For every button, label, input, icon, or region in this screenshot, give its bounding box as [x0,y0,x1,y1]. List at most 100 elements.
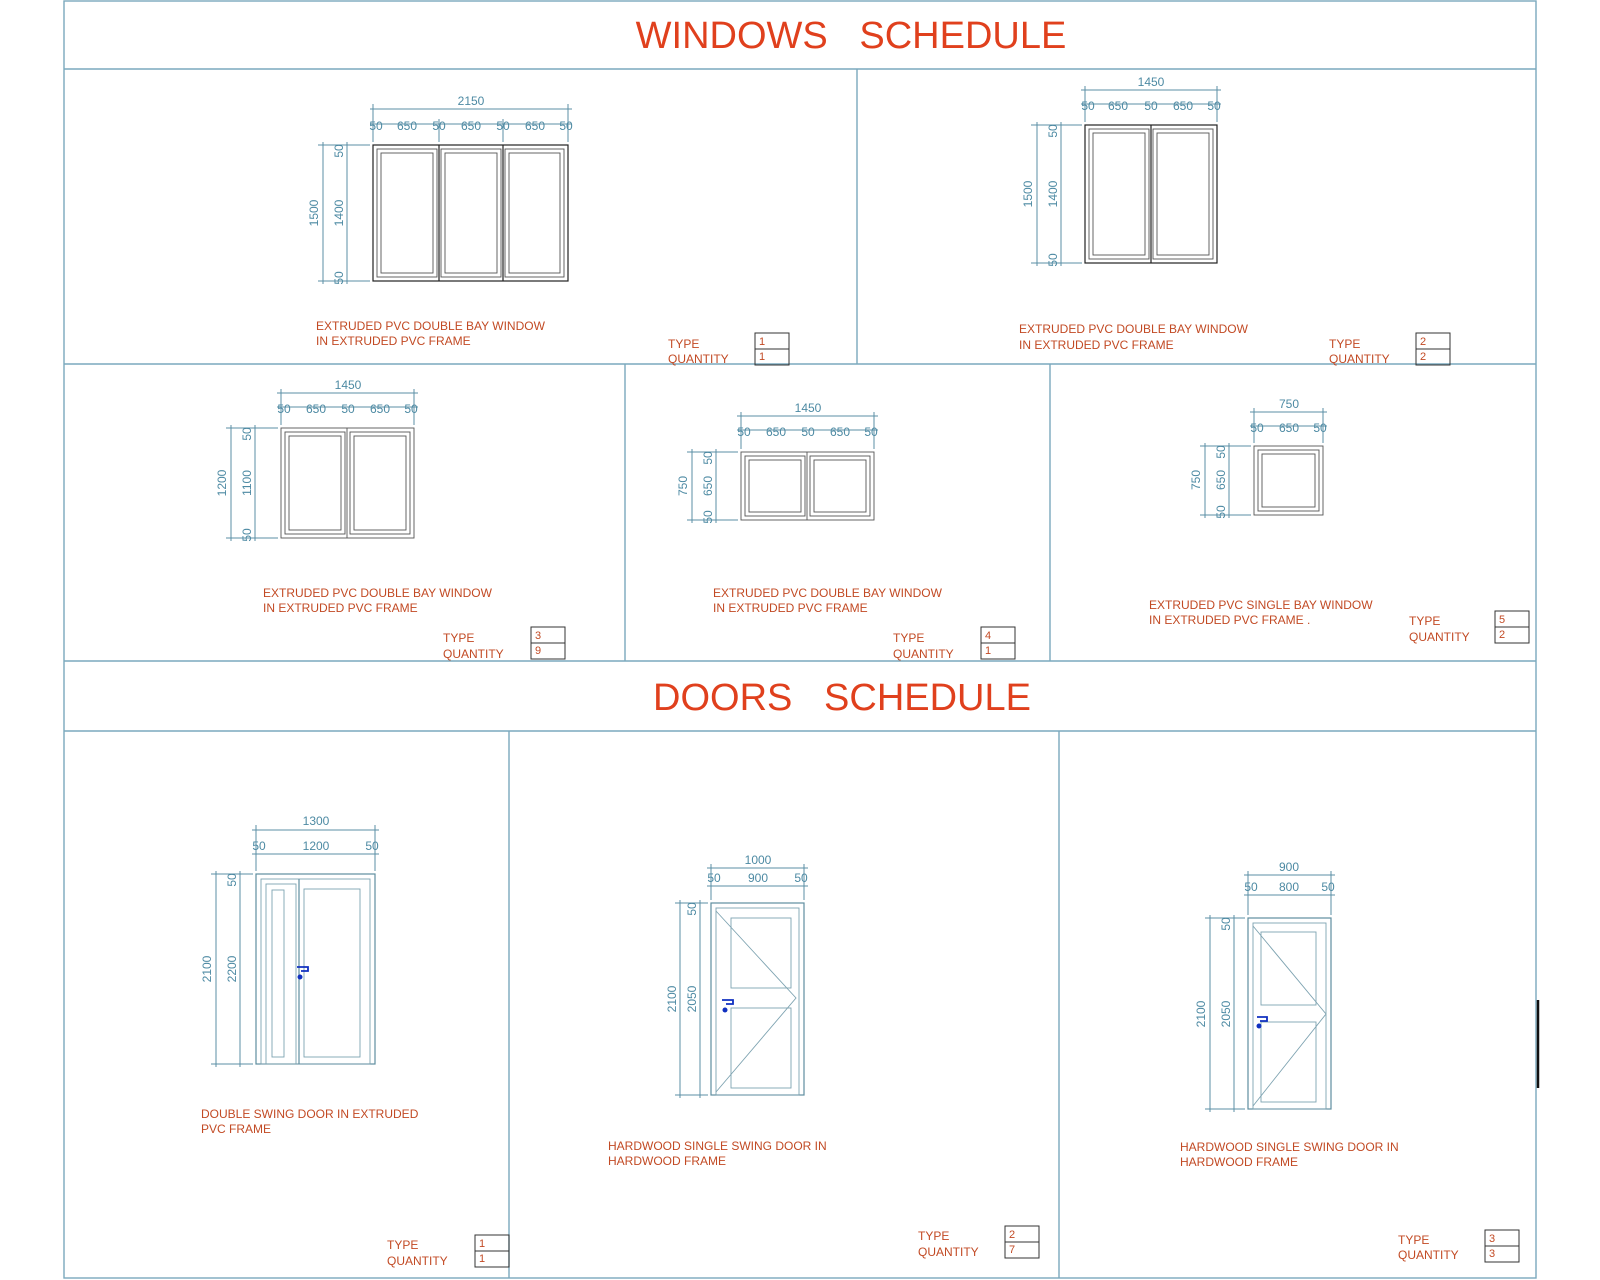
window-4-elevation [740,451,875,521]
svg-text:750: 750 [676,476,690,496]
svg-text:TYPE: TYPE [387,1238,418,1252]
window-1-description-line2: IN EXTRUDED PVC FRAME [316,334,471,348]
svg-text:750: 750 [1189,470,1203,490]
svg-text:50: 50 [737,425,751,439]
window-5-quantity-value: 2 [1499,629,1505,641]
door-type-1: 1300 50 1200 50 2100 2200 50 DOUBLE SWIN… [200,814,510,1268]
svg-text:1100: 1100 [240,470,254,496]
window-4-description-line2: IN EXTRUDED PVC FRAME [713,601,868,615]
svg-text:50: 50 [1214,505,1228,519]
door-1-description-line2: PVC FRAME [201,1122,271,1136]
door-3-type-value: 3 [1489,1233,1495,1245]
door-3-description-line2: HARDWOOD FRAME [1180,1155,1298,1169]
window-3-dimensions: 1450 50 650 50 650 50 1200 1100 50 50 [215,378,418,542]
svg-text:50: 50 [1207,99,1221,113]
svg-text:1500: 1500 [1021,180,1035,207]
door-2-description-line1: HARDWOOD SINGLE SWING DOOR IN [608,1139,827,1153]
window-type-3: 1450 50 650 50 650 50 1200 1100 50 50 EX… [215,378,566,661]
window-4-quantity-value: 1 [985,645,991,657]
svg-text:50: 50 [801,425,815,439]
window-2-quantity-value: 2 [1420,351,1426,363]
window-1-type-label: TYPE [668,337,699,351]
door-3-description-line1: HARDWOOD SINGLE SWING DOOR IN [1180,1140,1399,1154]
svg-text:QUANTITY: QUANTITY [918,1245,979,1259]
window-3-type-value: 3 [535,630,541,642]
svg-text:TYPE: TYPE [1329,337,1360,351]
window-1-overall-width: 2150 [458,94,485,108]
svg-text:50: 50 [1081,99,1095,113]
svg-text:650: 650 [1173,99,1193,113]
door-3-handle-icon [1256,1016,1268,1029]
window-3-quantity-value: 9 [535,645,541,657]
svg-text:1450: 1450 [1138,75,1165,89]
window-3-description-line2: IN EXTRUDED PVC FRAME [263,601,418,615]
svg-text:2200: 2200 [225,955,239,982]
svg-text:QUANTITY: QUANTITY [1398,1248,1459,1262]
window-5-elevation [1253,445,1324,516]
window-type-2: 1450 50 650 50 650 50 1500 1400 50 50 EX… [1019,75,1451,366]
window-4-dimensions: 1450 50 650 50 650 50 750 650 50 50 [676,401,878,524]
svg-text:1400: 1400 [1046,180,1060,207]
svg-text:50: 50 [1321,880,1335,894]
window-1-quantity-label: QUANTITY [668,352,729,366]
svg-text:TYPE: TYPE [893,631,924,645]
svg-text:1450: 1450 [795,401,822,415]
svg-text:50: 50 [1214,445,1228,459]
window-2-description-line1: EXTRUDED PVC DOUBLE BAY WINDOW [1019,322,1249,336]
svg-text:50: 50 [1244,880,1258,894]
window-type-1: 2150 50 650 50 650 50 650 50 1500 1400 5… [307,94,790,366]
svg-text:50: 50 [365,839,379,853]
svg-text:50: 50 [404,402,418,416]
svg-text:50: 50 [559,119,573,133]
svg-text:50: 50 [1250,421,1264,435]
svg-text:50: 50 [1313,421,1327,435]
svg-text:650: 650 [461,119,481,133]
svg-text:50: 50 [496,119,510,133]
door-2-elevation [710,902,805,1096]
svg-text:650: 650 [1279,421,1299,435]
svg-text:2100: 2100 [665,985,679,1012]
window-2-elevation [1084,124,1218,264]
svg-text:750: 750 [1279,397,1299,411]
window-3-elevation [280,427,415,539]
window-2-description-line2: IN EXTRUDED PVC FRAME [1019,338,1174,352]
svg-text:650: 650 [397,119,417,133]
svg-text:QUANTITY: QUANTITY [1409,630,1470,644]
svg-text:1450: 1450 [335,378,362,392]
door-1-quantity-value: 1 [479,1253,485,1265]
svg-text:2100: 2100 [1194,1000,1208,1027]
window-type-4: 1450 50 650 50 650 50 750 650 50 50 EXTR… [676,401,1016,661]
svg-text:650: 650 [370,402,390,416]
svg-text:TYPE: TYPE [918,1229,949,1243]
svg-text:1400: 1400 [332,199,346,226]
svg-text:800: 800 [1279,880,1299,894]
svg-text:50: 50 [1046,253,1060,267]
svg-text:650: 650 [525,119,545,133]
windows-schedule-title: WINDOWS SCHEDULE [636,15,1067,57]
svg-text:50: 50 [240,528,254,542]
svg-text:900: 900 [1279,860,1299,874]
svg-text:50: 50 [332,271,346,285]
door-3-quantity-value: 3 [1489,1248,1495,1260]
svg-text:650: 650 [1214,470,1228,490]
svg-text:50: 50 [341,402,355,416]
door-2-dimensions: 1000 50 900 50 2100 2050 50 [665,853,808,1098]
window-4-description-line1: EXTRUDED PVC DOUBLE BAY WINDOW [713,586,943,600]
door-1-handle-icon [297,966,309,980]
window-3-description-line1: EXTRUDED PVC DOUBLE BAY WINDOW [263,586,493,600]
window-1-description-line1: EXTRUDED PVC DOUBLE BAY WINDOW [316,319,546,333]
svg-text:50: 50 [701,451,715,465]
window-4-type-value: 4 [985,630,991,642]
window-1-quantity-value: 1 [759,351,765,363]
svg-text:900: 900 [748,871,768,885]
svg-text:50: 50 [685,902,699,916]
svg-text:650: 650 [701,476,715,496]
svg-text:TYPE: TYPE [443,631,474,645]
svg-text:650: 650 [766,425,786,439]
svg-text:1000: 1000 [745,853,772,867]
svg-text:1200: 1200 [303,839,330,853]
door-2-description-line2: HARDWOOD FRAME [608,1154,726,1168]
svg-text:QUANTITY: QUANTITY [893,647,954,661]
svg-text:QUANTITY: QUANTITY [443,647,504,661]
